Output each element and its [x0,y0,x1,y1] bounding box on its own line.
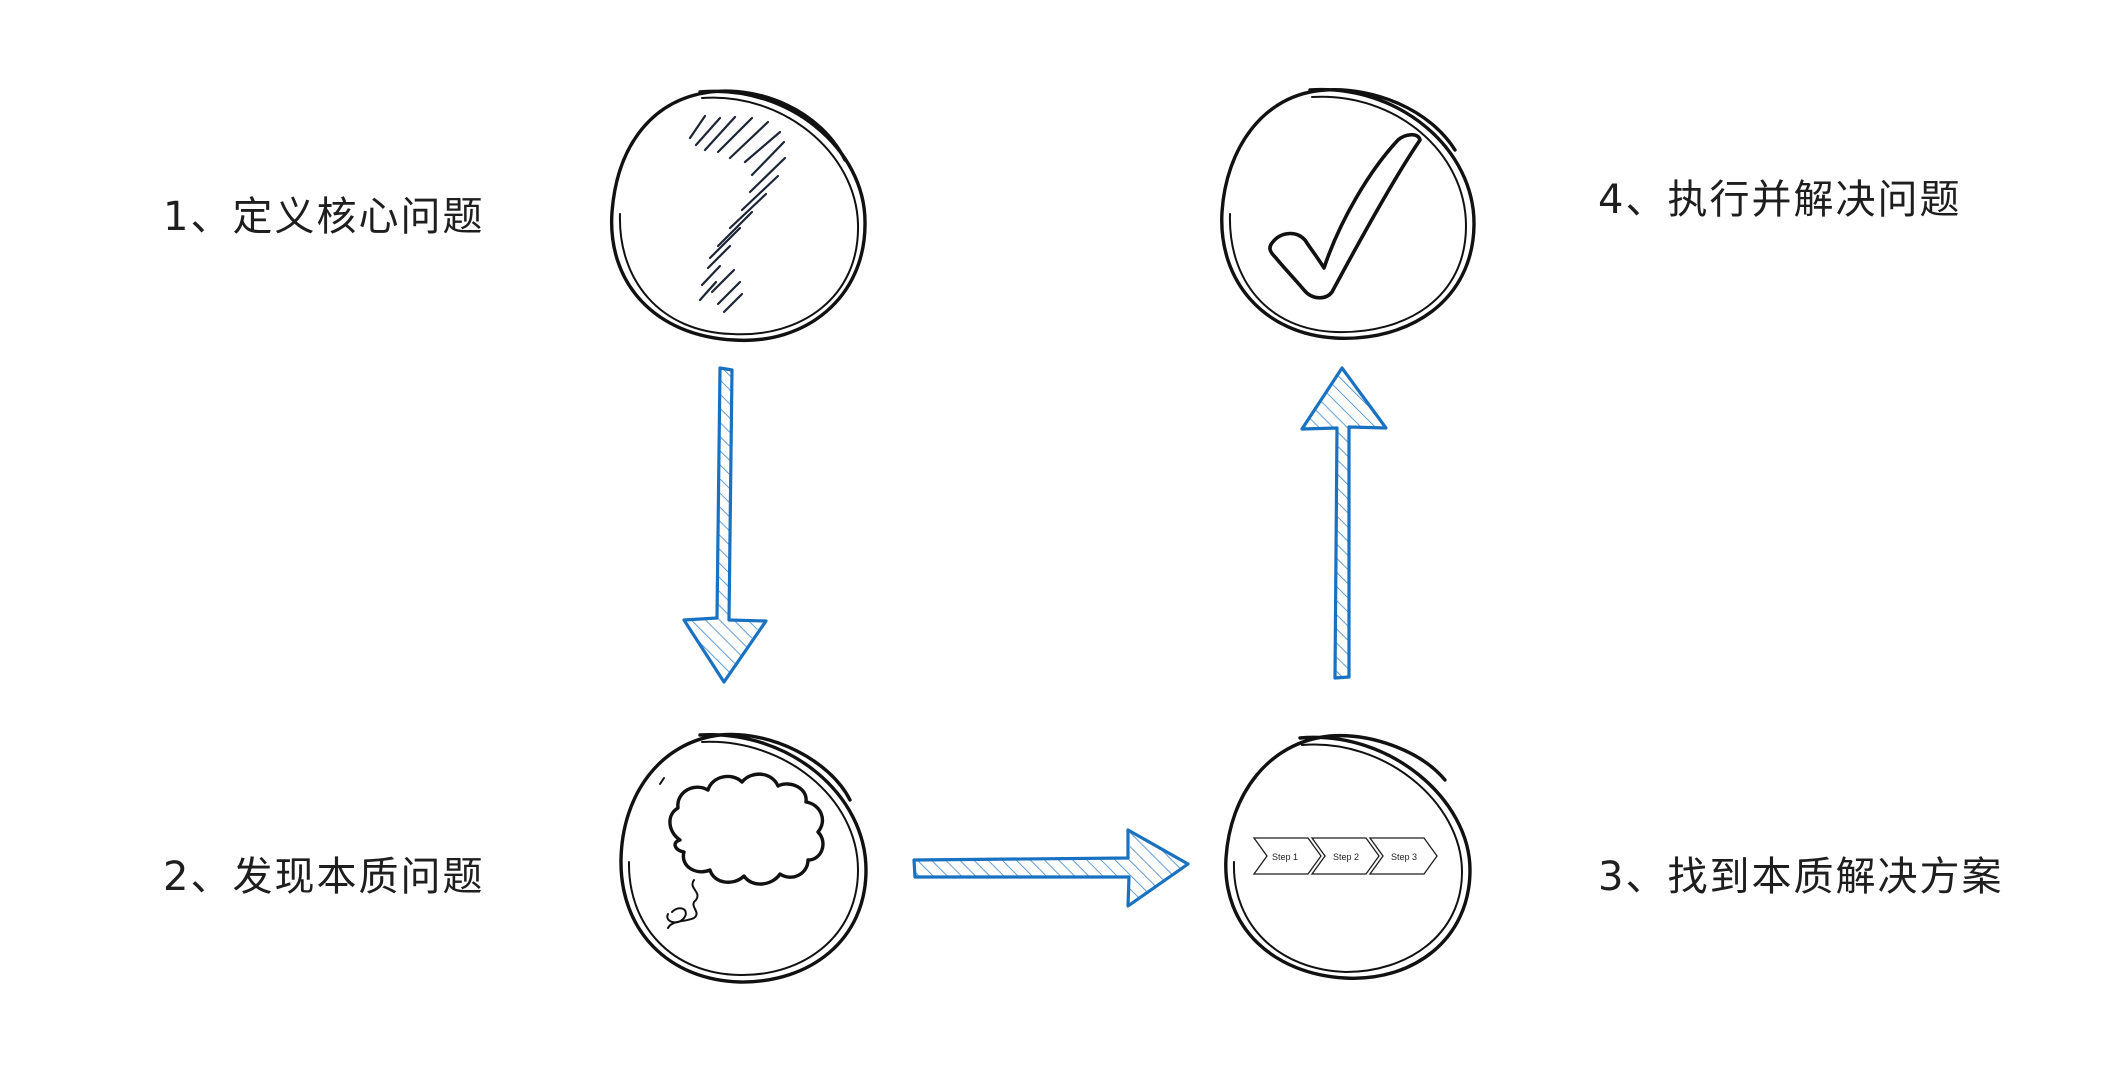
step-3-node: Step 1 Step 2 Step 3 [1224,733,1472,980]
step-2-label: 2、发现本质问题 [163,854,484,900]
process-step-3-label: Step 3 [1391,852,1417,862]
step-2-node [619,732,868,984]
step-1-node [610,89,867,343]
step-1-label: 1、定义核心问题 [163,194,484,240]
step-4-node [1220,87,1476,340]
thought-cloud-icon [659,772,825,929]
process-step-3: Step 3 [1368,837,1438,875]
step-4-circle [1220,87,1476,340]
arrow-step2-to-step3 [912,828,1190,908]
step-4-label: 4、执行并解决问题 [1598,177,1961,223]
process-step-2-label: Step 2 [1333,852,1359,862]
question-mark-icon [688,114,787,314]
step-2-circle [619,732,868,984]
process-steps-icon: Step 1 Step 2 Step 3 [1252,837,1438,875]
process-step-1-label: Step 1 [1272,852,1298,862]
step-1-circle [610,89,867,343]
process-step-1: Step 1 [1252,837,1322,875]
process-step-2: Step 2 [1310,837,1380,875]
step-3-circle [1224,733,1472,980]
arrow-step3-to-step4 [1300,366,1388,680]
step-3-label: 3、找到本质解决方案 [1598,854,2003,900]
checkmark-icon [1268,132,1422,300]
arrow-step1-to-step2 [682,366,768,684]
